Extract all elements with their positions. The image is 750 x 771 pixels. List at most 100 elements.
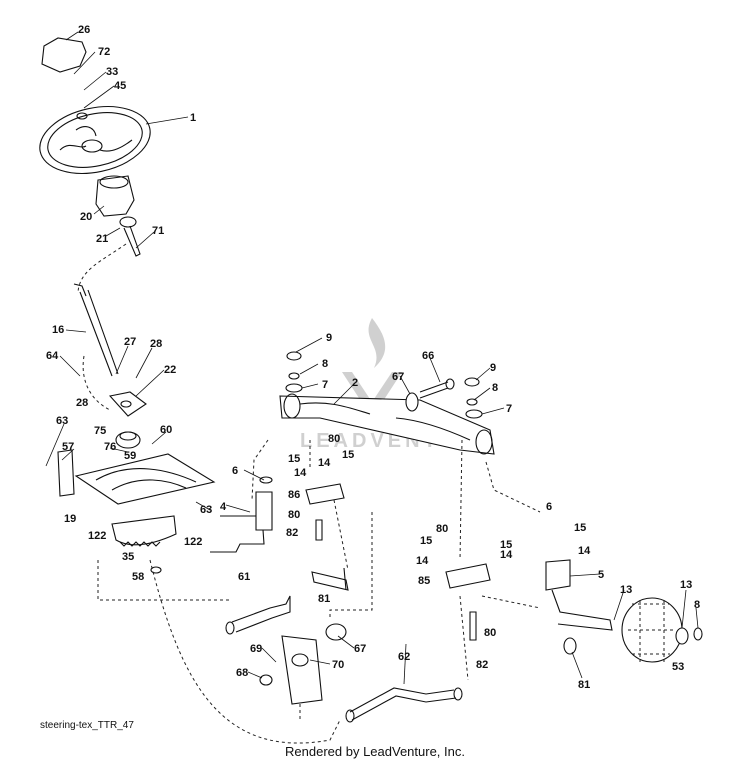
callout-1: 1 — [190, 112, 196, 124]
callout-80-d: 80 — [484, 627, 496, 639]
callout-15-a: 15 — [288, 453, 300, 465]
callout-labels: 26 72 33 45 1 20 21 71 16 64 27 28 28 22… — [46, 24, 700, 691]
callout-45: 45 — [114, 80, 126, 92]
callout-122-left: 122 — [88, 530, 106, 542]
callout-14-e: 14 — [578, 545, 591, 557]
part-sector-gear — [111, 515, 177, 574]
callout-80-c: 80 — [436, 523, 448, 535]
part-bushing-right — [465, 409, 483, 419]
callout-5: 5 — [598, 569, 604, 581]
part-cap-left — [286, 351, 302, 361]
part-bushing-left — [285, 383, 303, 393]
callout-64: 64 — [46, 350, 59, 362]
callout-122-right: 122 — [184, 536, 202, 548]
part-hub — [95, 175, 141, 257]
callout-8-left: 8 — [322, 358, 328, 370]
part-ball-joint-left — [315, 519, 323, 541]
callout-86: 86 — [288, 489, 300, 501]
callout-35: 35 — [122, 551, 134, 563]
part-manual — [41, 37, 87, 73]
callout-9-right: 9 — [490, 362, 496, 374]
part-front-wheel — [621, 597, 703, 663]
callout-15-b: 15 — [342, 449, 354, 461]
callout-7-left: 7 — [322, 379, 328, 391]
callout-82-right: 82 — [476, 659, 488, 671]
callout-63-right: 63 — [200, 504, 212, 516]
part-front-axle — [279, 393, 495, 455]
callout-33: 33 — [106, 66, 118, 78]
render-credit-footer: Rendered by LeadVenture, Inc. — [285, 744, 465, 759]
part-spindle-right — [545, 559, 613, 655]
part-cap-right — [464, 377, 480, 387]
part-ball-joint-right — [469, 611, 477, 641]
callout-60: 60 — [160, 424, 172, 436]
callout-6-left: 6 — [232, 465, 238, 477]
part-washer-left — [288, 372, 300, 380]
callout-20: 20 — [80, 211, 92, 223]
callout-58: 58 — [132, 571, 144, 583]
callout-14-d: 14 — [500, 549, 513, 561]
callout-85: 85 — [418, 575, 430, 587]
callout-80-b: 80 — [288, 509, 300, 521]
part-steering-wheel — [39, 106, 151, 174]
callout-22: 22 — [164, 364, 176, 376]
callout-61: 61 — [238, 571, 250, 583]
callout-6-right: 6 — [546, 501, 552, 513]
callout-15-e: 15 — [574, 522, 586, 534]
callout-69: 69 — [250, 643, 262, 655]
callout-14-b: 14 — [318, 457, 331, 469]
part-steering-shaft — [73, 283, 119, 377]
callout-14-c: 14 — [416, 555, 429, 567]
callout-28-lower: 28 — [76, 397, 88, 409]
callout-15-c: 15 — [420, 535, 432, 547]
callout-13-right: 13 — [680, 579, 692, 591]
callout-71: 71 — [152, 225, 164, 237]
callout-81-left: 81 — [318, 593, 330, 605]
callout-26: 26 — [78, 24, 90, 36]
part-bushing-bracket — [108, 391, 147, 417]
callout-72: 72 — [98, 46, 110, 58]
callout-57: 57 — [62, 441, 74, 453]
part-pivot-bolt — [405, 378, 455, 412]
part-pinion-gear — [115, 431, 141, 449]
part-washer-right — [466, 398, 478, 406]
part-tie-rod — [345, 687, 463, 723]
callout-59: 59 — [124, 450, 136, 462]
part-steering-support — [259, 623, 347, 705]
callout-82-left: 82 — [286, 527, 298, 539]
part-steering-arm-right — [445, 563, 491, 589]
callout-9-left: 9 — [326, 332, 332, 344]
callout-8-wheel: 8 — [694, 599, 700, 611]
callout-63-left: 63 — [56, 415, 68, 427]
part-tie-rod-left — [311, 567, 349, 591]
callout-19: 19 — [64, 513, 76, 525]
callout-67-lower: 67 — [354, 643, 366, 655]
callout-14-a: 14 — [294, 467, 307, 479]
callout-80-a: 80 — [328, 433, 340, 445]
callout-15-d: 15 — [500, 539, 512, 551]
callout-81-right: 81 — [578, 679, 590, 691]
callout-53: 53 — [672, 661, 684, 673]
callout-70: 70 — [332, 659, 344, 671]
diagram-id-label: steering-tex_TTR_47 — [40, 720, 134, 731]
leader-lines — [45, 31, 699, 685]
callout-76: 76 — [104, 441, 116, 453]
callout-16: 16 — [52, 324, 64, 336]
callout-8-right: 8 — [492, 382, 498, 394]
callout-67-upper: 67 — [392, 371, 404, 383]
part-drag-link — [225, 595, 291, 635]
callout-66: 66 — [422, 350, 434, 362]
callout-7-right: 7 — [506, 403, 512, 415]
callout-28-upper: 28 — [150, 338, 162, 350]
callout-75: 75 — [94, 425, 106, 437]
part-spindle-left — [210, 476, 273, 553]
callout-21: 21 — [96, 233, 108, 245]
callout-62: 62 — [398, 651, 410, 663]
part-steering-plate — [57, 449, 216, 505]
callout-4: 4 — [220, 501, 227, 513]
callout-68: 68 — [236, 667, 248, 679]
callout-13-left: 13 — [620, 584, 632, 596]
callout-2: 2 — [352, 377, 358, 389]
